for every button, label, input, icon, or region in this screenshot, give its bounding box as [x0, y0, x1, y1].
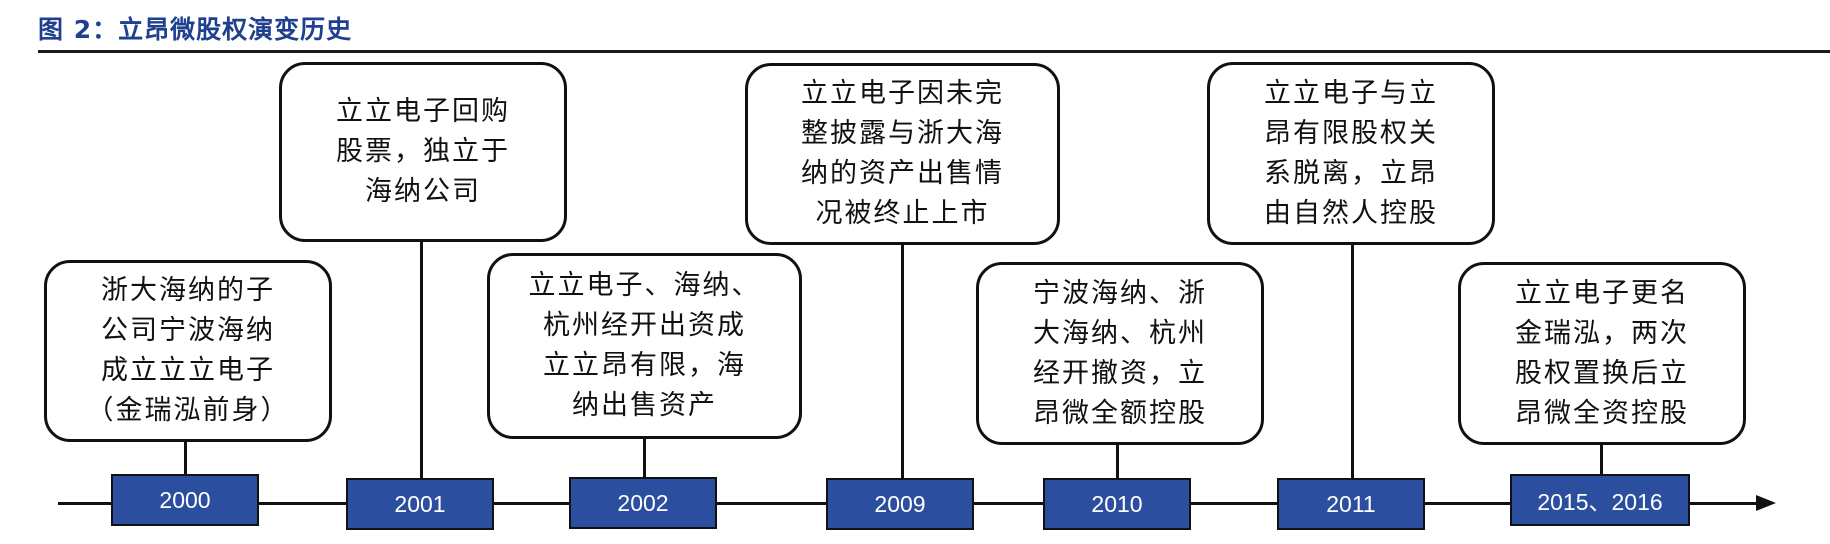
connector-2001: [420, 242, 423, 478]
event-text-2011: 立立电子与立 昂有限股权关 系脱离，立昂 由自然人控股: [1264, 77, 1438, 229]
arrow-head-icon: [1756, 495, 1776, 511]
figure-title: 图 2：立昂微股权演变历史: [38, 15, 353, 44]
event-box-2001: 立立电子回购 股票，独立于 海纳公司: [279, 62, 567, 242]
year-label-2011: 2011: [1277, 478, 1425, 530]
year-label-2002: 2002: [569, 477, 717, 529]
event-text-2001: 立立电子回购 股票，独立于 海纳公司: [336, 96, 510, 207]
year-label-2010: 2010: [1043, 478, 1191, 530]
year-label-2001: 2001: [346, 478, 494, 530]
event-box-2015-2016: 立立电子更名 金瑞泓，两次 股权置换后立 昂微全资控股: [1458, 262, 1746, 445]
event-box-2011: 立立电子与立 昂有限股权关 系脱离，立昂 由自然人控股: [1207, 62, 1495, 245]
connector-2002: [643, 439, 646, 477]
event-box-2009: 立立电子因未完 整披露与浙大海 纳的资产出售情 况被终止上市: [745, 63, 1060, 245]
event-text-2000: 浙大海纳的子 公司宁波海纳 成立立立电子 （金瑞泓前身）: [86, 275, 290, 426]
event-text-2015-2016: 立立电子更名 金瑞泓，两次 股权置换后立 昂微全资控股: [1515, 277, 1689, 429]
year-label-2000: 2000: [111, 474, 259, 526]
event-text-2002: 立立电子、海纳、 杭州经开出资成 立立昂有限，海 纳出售资产: [528, 270, 761, 421]
event-box-2000: 浙大海纳的子 公司宁波海纳 成立立立电子 （金瑞泓前身）: [44, 260, 332, 442]
connector-2009: [901, 245, 904, 478]
year-label-2009: 2009: [826, 478, 974, 530]
year-label-2015-2016: 2015、2016: [1510, 474, 1690, 526]
event-box-2002: 立立电子、海纳、 杭州经开出资成 立立昂有限，海 纳出售资产: [487, 253, 802, 439]
connector-2015-2016: [1600, 445, 1603, 474]
connector-2000: [184, 442, 187, 475]
event-text-2009: 立立电子因未完 整披露与浙大海 纳的资产出售情 况被终止上市: [801, 78, 1004, 229]
connector-2010: [1116, 445, 1119, 478]
event-text-2010: 宁波海纳、浙 大海纳、杭州 经开撤资，立 昂微全额控股: [1033, 277, 1207, 429]
connector-2011: [1351, 245, 1354, 478]
event-box-2010: 宁波海纳、浙 大海纳、杭州 经开撤资，立 昂微全额控股: [976, 262, 1264, 445]
header-rule: [38, 50, 1830, 53]
